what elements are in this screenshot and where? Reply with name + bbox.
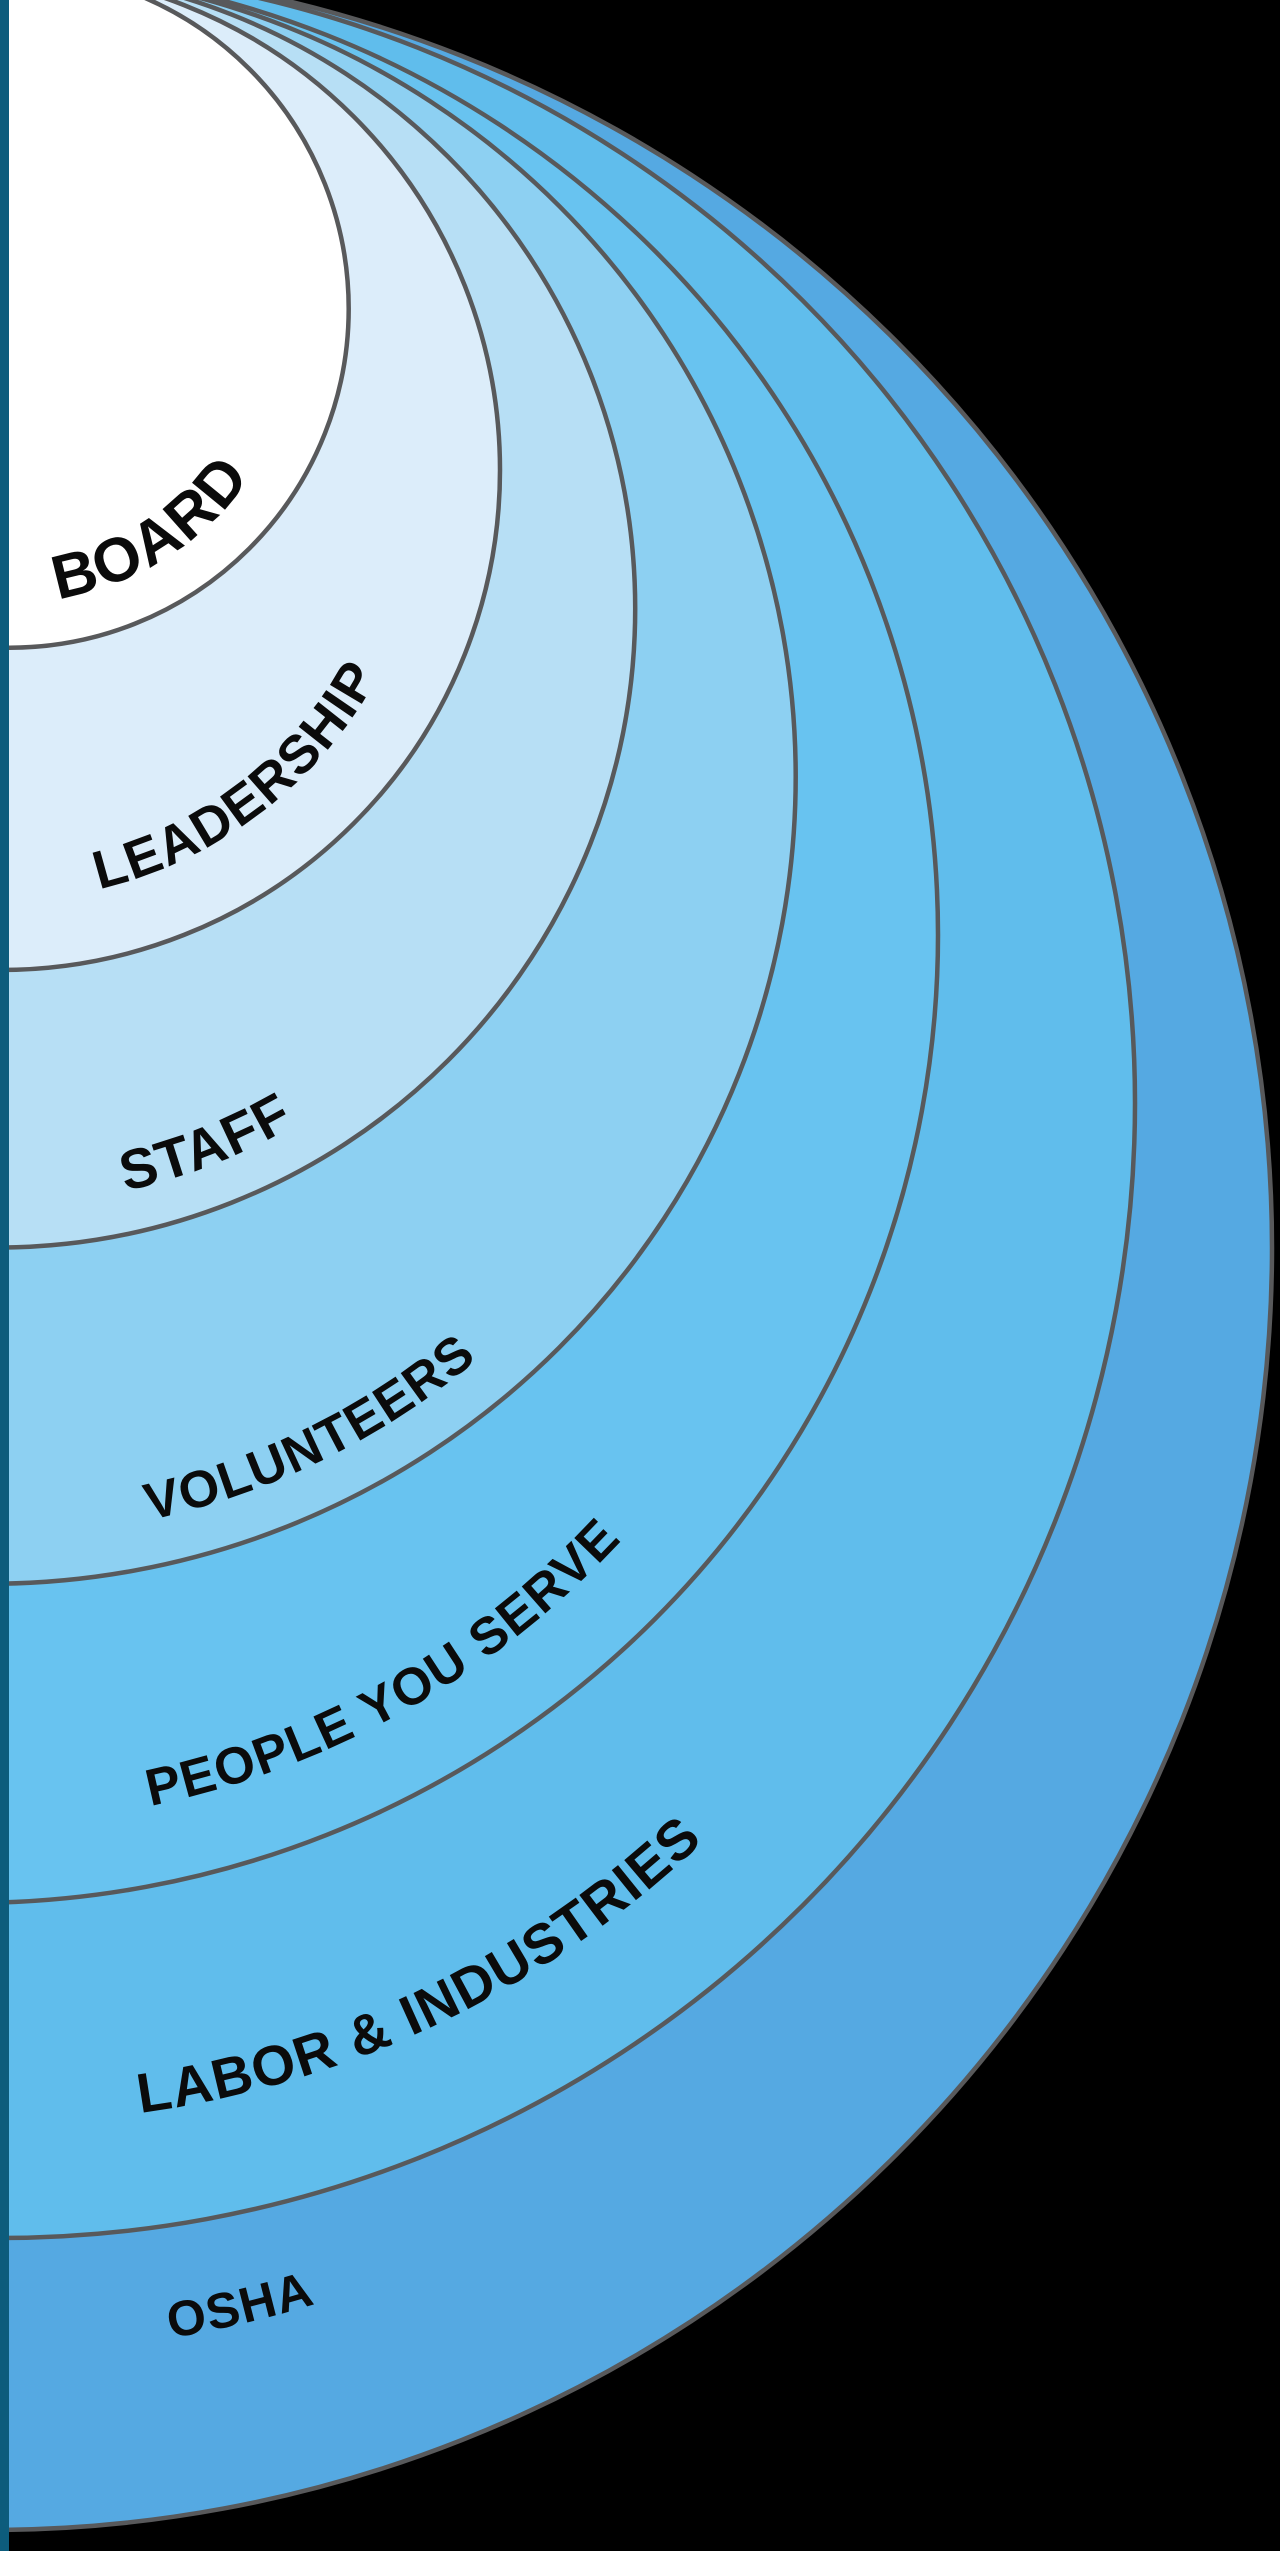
ring-circle-board: [0, 0, 351, 650]
left-edge-bar: [0, 0, 9, 2551]
